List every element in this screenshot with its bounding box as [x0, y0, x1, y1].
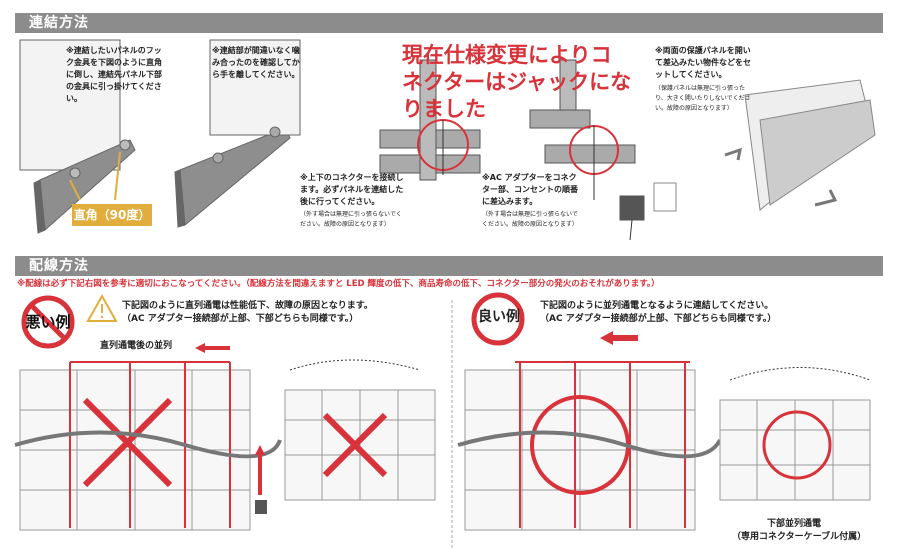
- panel-hook-illustration: [19, 39, 136, 234]
- good-caption-1: 下部並列通電: [767, 519, 822, 529]
- adapter-note-small: （外す場合は無理に引っ張らないでください。故障の原因となります）: [482, 211, 578, 228]
- adapter-note: ※AC アダプターをコネクター部、コンセントの順番に差込みます。: [482, 173, 578, 206]
- bad-text-1: 下記図のように直列通電は性能低下、故障の原因となります。: [122, 301, 373, 311]
- good-wiring-grid-small: [719, 399, 871, 501]
- bad-diagram-label: 直列通電後の並列: [100, 341, 173, 351]
- good-example-label: 良い例: [478, 309, 520, 325]
- warning-icon: [86, 293, 118, 322]
- good-wiring-grid: [464, 369, 696, 531]
- connector-note: ※上下のコネクターを接続します。必ずパネルを連結した後に行ってください。: [300, 173, 404, 206]
- connector-note-small: （外す場合は無理に引っ張らないでください。故障の原因となります）: [300, 211, 402, 228]
- bad-example-label: 悪い例: [25, 313, 71, 331]
- good-text-1: 下記図のように並列通電となるように連結してください。: [540, 301, 774, 311]
- bad-x-mark: [82, 397, 173, 488]
- connector-illustration-2: [529, 59, 677, 241]
- bad-x-mark-small: [322, 412, 388, 478]
- protective-panel-illustration: [724, 79, 876, 211]
- panel-mesh-illustration: [174, 39, 301, 228]
- bad-adapter: [255, 500, 267, 514]
- good-circle-mark-small: [762, 410, 832, 480]
- mesh-note: ※連結部が間違いなく噛み合ったのを確認してから手を離してください。: [212, 46, 300, 79]
- hook-note: ※連結したいパネルのフック金具を下図のように直角に倒し、連結先パネル下部の金具に…: [66, 46, 162, 103]
- connect-section-title: 連結方法: [15, 13, 883, 33]
- good-caption-2: （専用コネクターケーブル付属）: [732, 532, 867, 542]
- bad-example-badge: 悪い例: [20, 294, 76, 350]
- protective-note-small: （保護パネルは無理に引っ張ったり、大きく開いたりしないでください。故障の原因とな…: [655, 85, 751, 112]
- good-arrows: [600, 331, 638, 345]
- connector-illustration-1: [379, 59, 481, 181]
- wiring-section-title: 配線方法: [15, 256, 883, 276]
- right-angle-badge: 直角（90度）: [72, 204, 152, 226]
- good-badge-circle: [471, 292, 525, 346]
- prohibited-icon: [21, 295, 75, 349]
- good-text-2: （AC アダプター接続部が上部、下部どちらも同様です。）: [540, 314, 777, 324]
- bad-wiring-grid-small: [284, 389, 436, 501]
- bad-arrows: [195, 343, 265, 495]
- protective-note: ※両面の保護パネルを開いて差込みたい物件などをセットしてください。: [655, 46, 751, 79]
- wiring-warning: ※配線は必ず下記右図を参考に適切におこなってください。（配線方法を間違えますと …: [17, 279, 660, 289]
- spec-change-notice: 現在仕様変更によりコネクターはジャックになりました: [402, 43, 632, 121]
- bad-text-2: （AC アダプター接続部が上部、下部どちらも同様です。）: [122, 314, 359, 324]
